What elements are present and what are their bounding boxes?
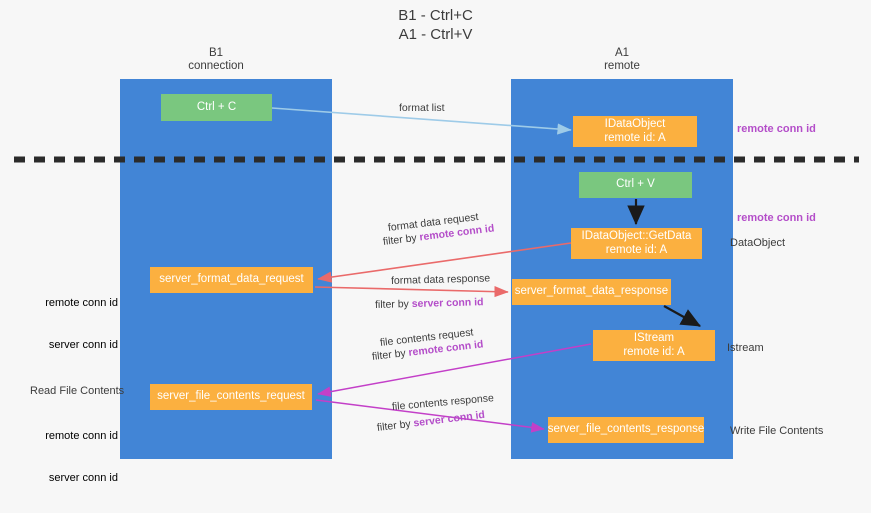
node-server-file-contents-request[interactable]: server_file_contents_request	[150, 384, 312, 410]
annotation-write-file-contents: Write File Contents	[730, 425, 824, 437]
label-format-data-response: format data response	[390, 272, 491, 287]
annotation-server-conn-id-left-1: server conn id	[48, 339, 118, 351]
annotation-remote-conn-id-mid: remote conn id	[737, 212, 816, 224]
annotation-read-file-contents: Read File Contents	[30, 385, 125, 397]
column-header-b1: B1 connection	[188, 47, 244, 72]
annotation-dataobject: DataObject	[730, 237, 786, 249]
annotation-server-conn-id-left-2: server conn id	[48, 472, 118, 484]
column-header-a1: A1 remote	[604, 47, 640, 72]
annotation-conn-ids-upper: remote conn id server conn id	[22, 268, 118, 380]
diagram-canvas: B1 - Ctrl+C A1 - Ctrl+V B1 connection A1…	[14, 7, 859, 484]
label-format-list: format list	[399, 102, 445, 114]
node-idataobject[interactable]: IDataObject remote id: A	[573, 116, 697, 147]
annotation-remote-conn-id-left-1: remote conn id	[45, 297, 118, 309]
label-filter-key-server-conn-id: server conn id	[412, 408, 486, 430]
node-istream[interactable]: IStream remote id: A	[593, 330, 715, 361]
node-server-file-contents-response[interactable]: server_file_contents_response	[548, 417, 704, 443]
label-filter-prefix: filter by	[374, 298, 412, 311]
node-idataobject-getdata[interactable]: IDataObject::GetData remote id: A	[571, 228, 702, 259]
annotation-conn-ids-lower: remote conn id server conn id	[22, 401, 118, 513]
node-server-format-data-request[interactable]: server_format_data_request	[150, 267, 313, 293]
annotation-istream: Istream	[727, 342, 764, 354]
label-filter-prefix: filter by	[371, 346, 410, 363]
label-filter-prefix: filter by	[382, 231, 421, 248]
node-ctrl-c[interactable]: Ctrl + C	[161, 94, 272, 121]
node-server-format-data-response[interactable]: server_format_data_response	[512, 279, 671, 305]
label-format-data-response-filter: filter by server conn id	[375, 295, 484, 312]
arrow-format-data-response	[314, 286, 509, 298]
annotation-remote-conn-id-left-2: remote conn id	[45, 430, 118, 442]
section-divider	[14, 156, 859, 163]
node-ctrl-v[interactable]: Ctrl + V	[579, 172, 692, 198]
annotation-remote-conn-id-top: remote conn id	[737, 123, 816, 135]
label-filter-prefix: filter by	[376, 417, 415, 434]
label-filter-key-server-conn-id: server conn id	[411, 296, 484, 311]
diagram-title: B1 - Ctrl+C A1 - Ctrl+V	[398, 7, 473, 43]
